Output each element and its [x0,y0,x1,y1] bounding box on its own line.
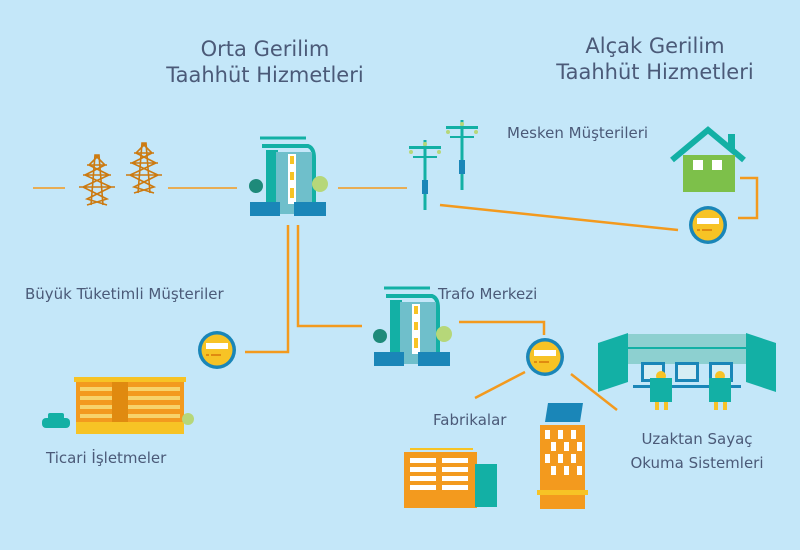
factories-label: Fabrikalar [433,411,507,429]
heading-line: Taahhüt Hizmetleri [166,63,364,87]
transformer-label: Trafo Merkezi [438,285,538,303]
low-voltage-heading: Alçak Gerilim Taahhüt Hizmetleri [520,33,790,85]
power-pole-icon [446,120,478,190]
heading-line: Orta Gerilim [200,37,330,61]
heading-line: Alçak Gerilim [585,34,725,58]
power-pole-icon [409,140,441,210]
large-consumers-label: Büyük Tüketimli Müşteriler [25,285,224,303]
meter-icon [198,331,236,369]
residential-label: Mesken Müşterileri [507,124,649,142]
meter-icon [526,338,564,376]
commercial-label: Ticari İşletmeler [46,449,167,467]
heading-line: Taahhüt Hizmetleri [556,60,754,84]
solar-building-icon [537,403,588,509]
control-room-icon [598,333,776,410]
transmission-tower-icon [78,154,116,206]
substation-building-icon [247,136,330,218]
label-line: Uzaktan Sayaç [641,430,753,448]
commercial-building-icon [42,377,194,434]
medium-voltage-heading: Orta Gerilim Taahhüt Hizmetleri [140,36,390,88]
remote-reading-label: Uzaktan Sayaç Okuma Sistemleri [612,427,782,475]
meter-icon [689,206,727,244]
factory-icon [404,448,497,508]
label-line: Okuma Sistemleri [630,454,764,472]
transmission-tower-icon [125,142,163,194]
house-icon [670,126,746,192]
